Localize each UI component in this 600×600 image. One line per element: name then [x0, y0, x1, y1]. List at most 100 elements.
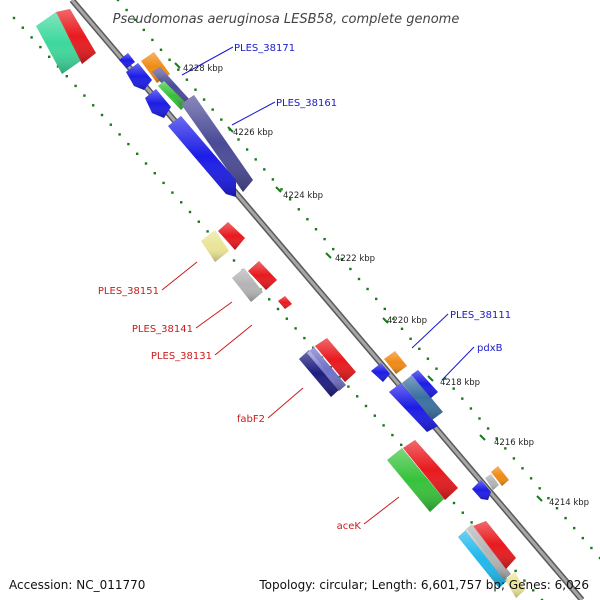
gene-shading	[36, 9, 525, 598]
track-dot	[523, 579, 526, 582]
track-dot	[590, 546, 593, 550]
gene-label-fabf2[interactable]: fabF2	[237, 414, 265, 425]
track-dot	[391, 433, 394, 437]
track-dot	[521, 467, 524, 470]
track-dot	[297, 208, 300, 211]
track-dot	[443, 377, 447, 380]
gene-label-ples-38141[interactable]: PLES_38141	[132, 324, 193, 335]
gene-shade	[472, 480, 491, 500]
track-dot	[382, 424, 385, 427]
gene-shade	[56, 9, 96, 64]
tick-mark-4226	[227, 126, 234, 133]
leader-line	[181, 46, 234, 76]
track-dot	[180, 201, 183, 204]
track-dot	[125, 8, 128, 12]
track-dot	[581, 536, 584, 540]
track-dot	[540, 598, 544, 600]
track-dot	[538, 487, 541, 490]
tick-mark-4220	[382, 317, 389, 324]
track-dot	[206, 230, 209, 233]
tick-label: 4228 kbp	[183, 64, 223, 74]
track-dot	[202, 98, 206, 101]
track-dot	[65, 75, 68, 78]
track-dot	[136, 152, 139, 155]
gene-shade	[278, 296, 292, 309]
gene-label-ples-38131[interactable]: PLES_38131	[151, 351, 212, 362]
gene-label-ples-38171[interactable]: PLES_38171	[234, 43, 295, 54]
track-dot	[357, 277, 361, 281]
gene-label-ples-38111[interactable]: PLES_38111	[450, 310, 511, 321]
track-dot	[470, 521, 473, 524]
track-dot	[116, 0, 120, 2]
track-dot	[461, 397, 464, 400]
gene-shade	[458, 529, 508, 588]
track-dot	[452, 387, 455, 390]
track-dot	[232, 259, 236, 262]
gene-shade	[307, 347, 346, 391]
track-dot	[332, 247, 335, 251]
gene-label-pdxb[interactable]: pdxB	[477, 343, 503, 354]
track-dot	[547, 497, 550, 500]
leader-line	[231, 101, 276, 126]
track-dot	[134, 18, 137, 22]
track-dot	[144, 162, 148, 165]
leader-line	[411, 313, 449, 349]
track-dot	[532, 589, 535, 592]
track-dot	[303, 336, 306, 340]
genome-summary-text: Topology: circular; Length: 6,601,757 bp…	[259, 578, 589, 592]
tick-mark-4218	[427, 375, 434, 382]
track-dot	[211, 108, 214, 111]
track-dot	[564, 516, 567, 520]
gene-label-acek[interactable]: aceK	[337, 521, 362, 532]
track-dot	[271, 178, 275, 181]
track-dot	[347, 385, 350, 388]
gene-shade	[248, 261, 277, 290]
tick-mark-4214	[536, 495, 543, 502]
outer-dotted-track	[116, 0, 600, 560]
tick-label: 4220 kbp	[387, 316, 427, 326]
gene-shade	[411, 370, 438, 398]
gene-shade	[232, 268, 263, 302]
genome-backbone	[69, 0, 585, 600]
accession-text: Accession: NC_011770	[9, 578, 146, 592]
tick-mark-4224	[275, 186, 282, 193]
gene-shade	[485, 474, 499, 490]
gene-label-ples-38151[interactable]: PLES_38151	[98, 286, 159, 297]
label-leader-lines	[161, 46, 475, 525]
track-dot	[366, 287, 369, 291]
tick-label: 4214 kbp	[549, 498, 589, 508]
track-dot	[323, 237, 326, 241]
gene-shade	[505, 572, 525, 598]
track-dot	[400, 327, 404, 330]
track-dot	[188, 210, 192, 214]
track-dot	[294, 327, 297, 330]
gene-shade	[389, 383, 438, 432]
track-dot	[375, 297, 378, 301]
track-dot	[83, 94, 86, 97]
track-dot	[245, 148, 249, 151]
track-dot	[461, 511, 464, 514]
gene-shade	[491, 466, 509, 486]
gene-shade	[181, 95, 253, 192]
track-dot	[314, 228, 318, 231]
gene-shade	[387, 448, 444, 512]
gene-shade	[402, 375, 443, 420]
tick-label: 4224 kbp	[283, 191, 323, 201]
track-dot	[555, 507, 559, 510]
track-dot	[162, 181, 165, 185]
track-dot	[504, 447, 507, 450]
track-dot	[285, 317, 288, 320]
tick-mark-4228	[174, 62, 181, 69]
gene-shade	[145, 89, 171, 118]
gene-label-ples-38161[interactable]: PLES_38161	[276, 98, 337, 109]
track-dot	[263, 168, 266, 171]
track-dot	[237, 138, 240, 141]
gene-shade	[36, 12, 82, 74]
track-dot	[12, 16, 16, 20]
leader-line	[363, 496, 400, 525]
track-dot	[185, 78, 189, 81]
gene-shade	[384, 351, 407, 374]
track-dot	[153, 172, 156, 175]
gene-shade	[465, 524, 511, 580]
